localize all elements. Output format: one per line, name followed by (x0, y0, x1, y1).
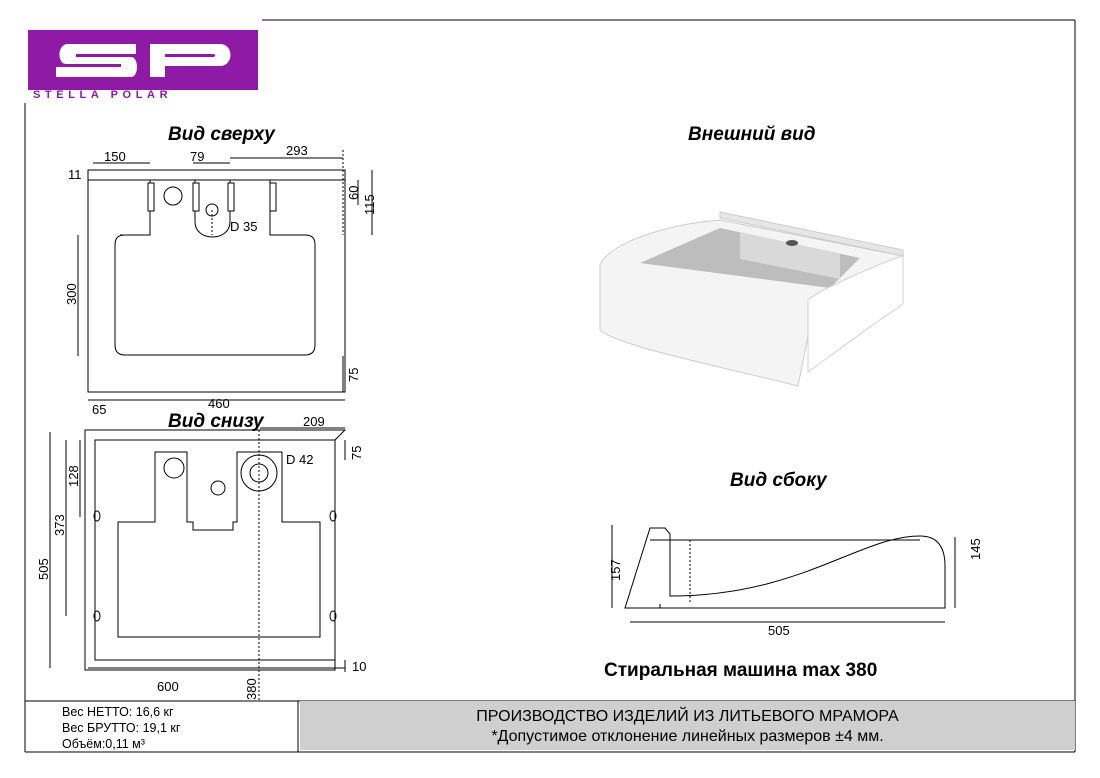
dim-label: 460 (208, 396, 230, 411)
dim-label: 60 (346, 185, 361, 200)
hole-diameter-label: D 42 (286, 452, 314, 467)
side-view-title: Вид сбоку (730, 470, 827, 491)
dim-label: 75 (349, 445, 364, 460)
external-view-render (599, 211, 905, 387)
bottom-view-title: Вид снизу (168, 411, 264, 432)
top-view-title: Вид сверху (168, 124, 275, 145)
external-view-title: Внешний вид (688, 124, 816, 145)
spec-gross-weight: Вес БРУТТО: 19,1 кг (62, 721, 181, 735)
dim-label: 380 (244, 678, 259, 700)
spec-net-weight: Вес НЕТТО: 16,6 кг (62, 705, 174, 719)
dim-label: 293 (286, 143, 308, 158)
dim-label: 300 (64, 283, 79, 305)
dim-label: 373 (52, 514, 67, 536)
top-view-drawing (77, 150, 373, 401)
dim-label: 209 (303, 414, 325, 429)
dim-label: 11 (68, 167, 82, 182)
footer-line-1: ПРОИЗВОДСТВО ИЗДЕЛИЙ ИЗ ЛИТЬЕВОГО МРАМОР… (476, 708, 899, 725)
dim-label: 128 (66, 465, 81, 487)
dim-label: 505 (36, 558, 51, 580)
footer-line-2: *Допустимое отклонение линейных размеров… (491, 728, 884, 745)
bottom-view-drawing (49, 427, 347, 700)
washing-machine-note: Стиральная машина max 380 (604, 660, 878, 681)
side-view-drawing (611, 525, 956, 623)
dim-label: 79 (190, 149, 205, 164)
dim-label: 145 (968, 538, 983, 560)
dim-label: 10 (352, 659, 367, 674)
dim-label: 65 (92, 402, 107, 417)
spec-volume: Объём:0,11 м³ (62, 737, 145, 751)
dim-label: 157 (608, 559, 623, 581)
dim-label: 115 (362, 194, 377, 215)
hole-diameter-label: D 35 (230, 219, 258, 234)
dim-label: 600 (157, 679, 179, 694)
logo-brand-text: STELLA POLAR (33, 89, 173, 101)
dim-label: 150 (104, 149, 126, 164)
footer-banner: ПРОИЗВОДСТВО ИЗДЕЛИЙ ИЗ ЛИТЬЕВОГО МРАМОР… (300, 701, 1075, 750)
logo (28, 30, 258, 90)
logo-sp-mark (56, 44, 231, 77)
dim-label: 505 (768, 623, 790, 638)
specs-block: Вес НЕТТО: 16,6 кг Вес БРУТТО: 19,1 кг О… (62, 704, 180, 752)
dim-label: 75 (346, 367, 361, 382)
